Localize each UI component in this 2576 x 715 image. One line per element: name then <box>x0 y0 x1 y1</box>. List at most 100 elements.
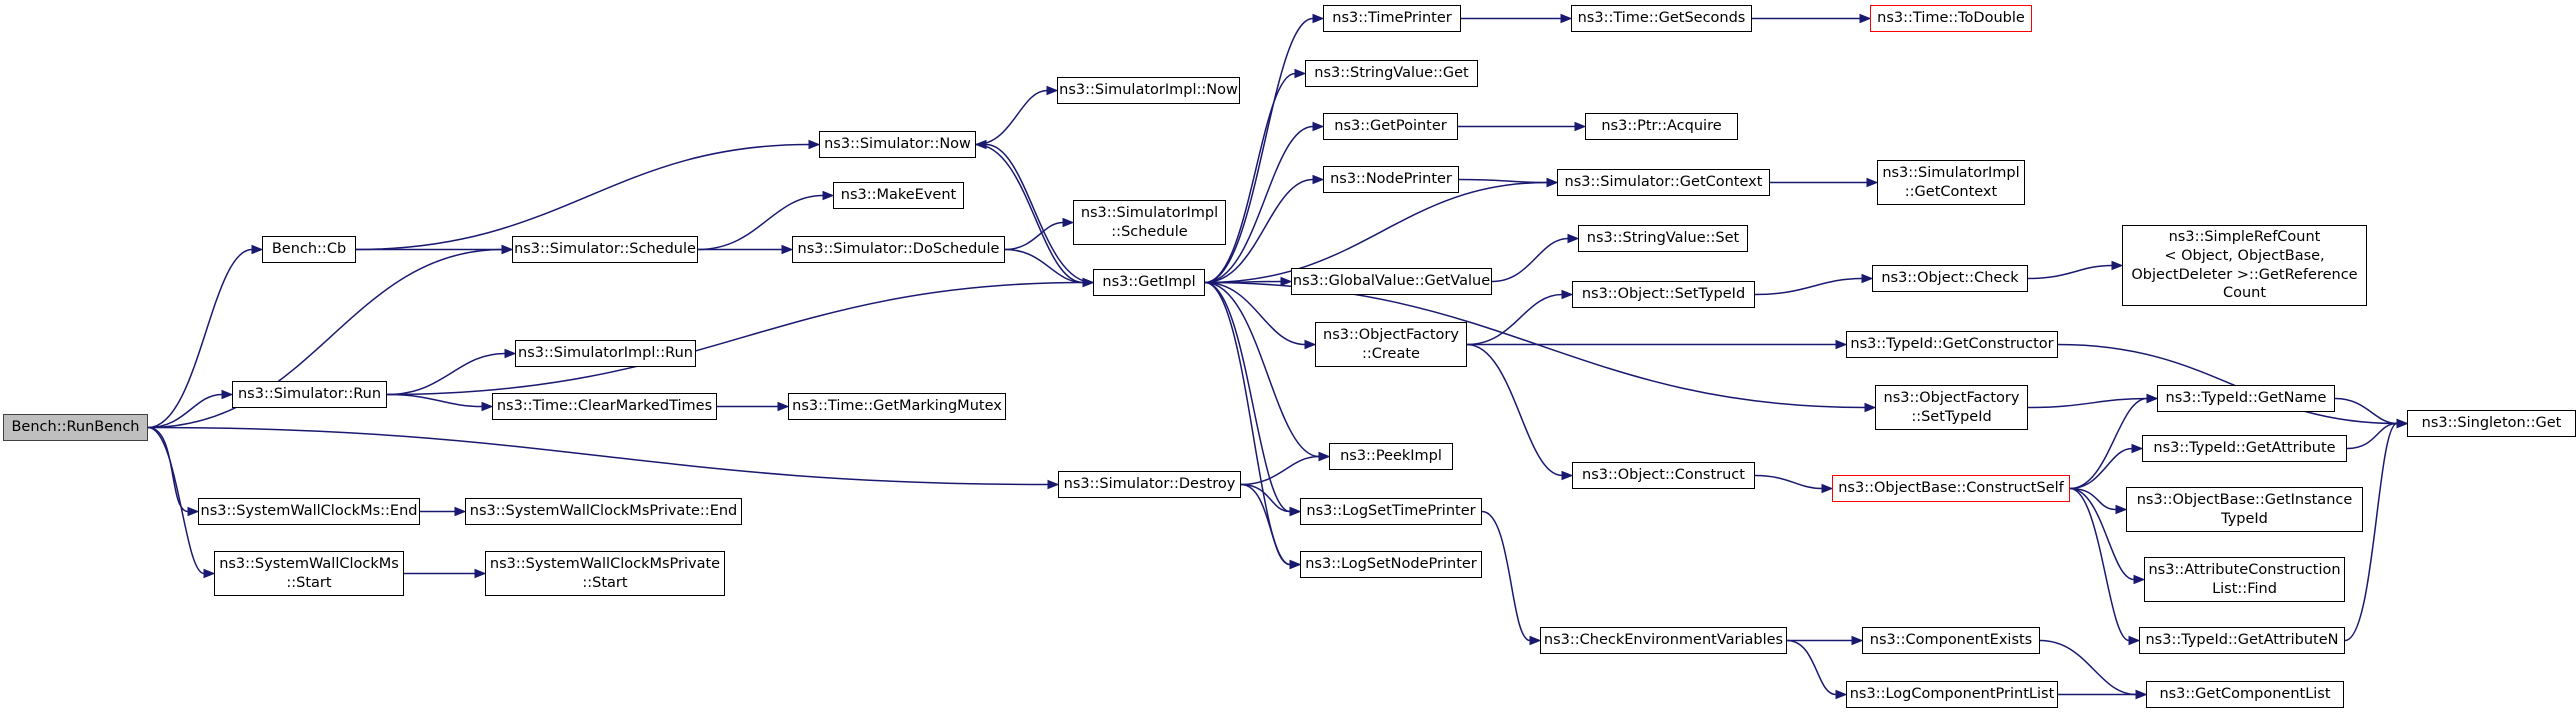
node-label-line: ns3::SystemWallClockMsPrivate::End <box>469 503 738 520</box>
node-sim-now[interactable]: ns3::Simulator::Now <box>819 131 976 158</box>
node-label-line: ns3::ObjectBase::GetInstance <box>2136 491 2353 508</box>
node-typeid-getconstructor[interactable]: ns3::TypeId::GetConstructor <box>1846 331 2058 358</box>
node-obj-construct[interactable]: ns3::Object::Construct <box>1572 462 1755 489</box>
node-singleton-get[interactable]: ns3::Singleton::Get <box>2407 410 2576 437</box>
node-label-line: ns3::ObjectBase::ConstructSelf <box>1838 480 2064 497</box>
edge-typeid_getconstructor-to-singleton_get <box>2057 343 2398 425</box>
edge-arrowhead <box>1312 174 1325 185</box>
node-cb[interactable]: Bench::Cb <box>262 236 356 263</box>
node-label-line: ns3::TypeId::GetConstructor <box>1850 336 2054 353</box>
edge-runbench-to-sim_schedule <box>147 248 503 429</box>
node-componentexists[interactable]: ns3::ComponentExists <box>1862 627 2040 654</box>
node-sim-doschedule[interactable]: ns3::Simulator::DoSchedule <box>792 236 1005 263</box>
node-simimpl-run[interactable]: ns3::SimulatorImpl::Run <box>515 340 696 367</box>
edge-arrowhead <box>2133 574 2146 585</box>
node-objbase-constructself[interactable]: ns3::ObjectBase::ConstructSelf <box>1832 475 2070 502</box>
node-checkenv[interactable]: ns3::CheckEnvironmentVariables <box>1540 627 1787 654</box>
node-sim-destroy[interactable]: ns3::Simulator::Destroy <box>1058 471 1241 498</box>
node-typeid-getname[interactable]: ns3::TypeId::GetName <box>2157 385 2335 412</box>
node-sim-getcontext[interactable]: ns3::Simulator::GetContext <box>1557 169 1770 196</box>
node-label-line: ns3::TypeId::GetAttributeN <box>2145 632 2339 649</box>
node-simimpl-getcontext[interactable]: ns3::SimulatorImpl::GetContext <box>1877 160 2025 205</box>
node-label-line: Bench::RunBench <box>11 419 140 436</box>
node-stringvalue-set[interactable]: ns3::StringValue::Set <box>1578 225 1748 252</box>
node-obj-check[interactable]: ns3::Object::Check <box>1872 265 2028 292</box>
node-stringvalue-get[interactable]: ns3::StringValue::Get <box>1305 60 1478 87</box>
node-swcp-end[interactable]: ns3::SystemWallClockMsPrivate::End <box>465 498 742 525</box>
edge-arrowhead <box>1312 13 1325 24</box>
edge-arrowhead <box>1289 506 1302 517</box>
edge-obj_check-to-simplerefcount <box>2027 264 2113 280</box>
node-simimpl-now[interactable]: ns3::SimulatorImpl::Now <box>1057 77 1240 104</box>
node-label-line: ::Start <box>286 574 332 591</box>
node-label-line: ns3::Object::SetTypeId <box>1581 286 1746 303</box>
node-label-line: < Object, ObjectBase, <box>2164 247 2325 264</box>
edge-of_create-to-obj_settypeid <box>1466 293 1563 346</box>
node-label-line: ns3::LogSetTimePrinter <box>1306 503 1476 520</box>
edge-of_settypeid-to-typeid_getname <box>2027 397 2148 409</box>
node-label-line: ns3::ObjectFactory <box>1323 326 1459 343</box>
node-label-line: ns3::GetImpl <box>1102 274 1196 291</box>
node-label-line: ns3::NodePrinter <box>1330 171 1452 188</box>
edge-arrowhead <box>974 139 987 150</box>
node-gv-getvalue[interactable]: ns3::GlobalValue::GetValue <box>1291 268 1492 295</box>
node-timeprinter[interactable]: ns3::TimePrinter <box>1323 5 1461 32</box>
node-of-create[interactable]: ns3::ObjectFactory::Create <box>1315 322 1467 367</box>
edge-getimpl-to-logsettimeprinter <box>1204 281 1291 513</box>
edge-arrowhead <box>1864 402 1877 413</box>
node-simplerefcount[interactable]: ns3::SimpleRefCount< Object, ObjectBase,… <box>2122 225 2367 306</box>
edge-arrowhead <box>2396 418 2409 429</box>
edge-arrowhead <box>1312 121 1325 132</box>
edge-getimpl-to-stringvalue_get <box>1204 72 1296 284</box>
node-obj-settypeid[interactable]: ns3::Object::SetTypeId <box>1572 281 1755 308</box>
node-label-line: ::SetTypeId <box>1911 408 1992 425</box>
node-label-line: ns3::StringValue::Set <box>1586 230 1740 247</box>
node-label-line: ns3::Simulator::Schedule <box>514 241 696 258</box>
node-getpointer[interactable]: ns3::GetPointer <box>1323 113 1458 140</box>
edge-getimpl-to-sim_now <box>985 143 1094 284</box>
edge-logsettimeprinter-to-checkenv <box>1481 510 1531 642</box>
node-of-settypeid[interactable]: ns3::ObjectFactory::SetTypeId <box>1875 385 2028 430</box>
edge-sim_schedule-to-makeevent <box>697 194 824 251</box>
node-time-todouble[interactable]: ns3::Time::ToDouble <box>1870 5 2032 32</box>
node-makeevent[interactable]: ns3::MakeEvent <box>833 182 964 209</box>
node-logsetnodeprinter[interactable]: ns3::LogSetNodePrinter <box>1300 551 1482 578</box>
node-nodeprinter[interactable]: ns3::NodePrinter <box>1323 166 1459 193</box>
node-label-line: ns3::ObjectFactory <box>1883 389 2020 406</box>
node-label-line: ns3::LogSetNodePrinter <box>1305 556 1477 573</box>
node-getcomponentlist[interactable]: ns3::GetComponentList <box>2146 681 2344 708</box>
node-label-line: ns3::LogComponentPrintList <box>1849 686 2055 703</box>
node-swc-end[interactable]: ns3::SystemWallClockMs::End <box>198 498 420 525</box>
node-ptr-acquire[interactable]: ns3::Ptr::Acquire <box>1585 113 1738 140</box>
node-label-line: ns3::SimulatorImpl <box>1080 204 1219 221</box>
node-label-line: ns3::SimulatorImpl::Run <box>518 345 693 362</box>
node-sim-schedule[interactable]: ns3::Simulator::Schedule <box>512 236 698 263</box>
edge-arrowhead <box>2135 689 2148 700</box>
node-time-clear[interactable]: ns3::Time::ClearMarkedTimes <box>492 393 717 420</box>
node-logsettimeprinter[interactable]: ns3::LogSetTimePrinter <box>1300 498 1482 525</box>
edge-arrowhead <box>1062 217 1075 228</box>
edge-arrowhead <box>187 506 200 517</box>
node-simimpl-schedule[interactable]: ns3::SimulatorImpl::Schedule <box>1073 200 1226 245</box>
node-logcomponentprintlist[interactable]: ns3::LogComponentPrintList <box>1846 681 2058 708</box>
node-typeid-getattributen[interactable]: ns3::TypeId::GetAttributeN <box>2139 627 2345 654</box>
node-swcp-start[interactable]: ns3::SystemWallClockMsPrivate::Start <box>485 551 725 596</box>
node-time-mutex[interactable]: ns3::Time::GetMarkingMutex <box>788 393 1006 420</box>
node-time-getseconds[interactable]: ns3::Time::GetSeconds <box>1571 5 1752 32</box>
node-sim-run[interactable]: ns3::Simulator::Run <box>232 381 387 408</box>
edge-arrowhead <box>2128 635 2141 646</box>
node-peekimpl[interactable]: ns3::PeekImpl <box>1329 443 1453 470</box>
node-swc-start[interactable]: ns3::SystemWallClockMs::Start <box>214 551 404 596</box>
node-label-line: ns3::SystemWallClockMsPrivate <box>489 555 721 572</box>
node-getimpl[interactable]: ns3::GetImpl <box>1093 269 1205 296</box>
edge-sim_doschedule-to-simimpl_schedule <box>1004 221 1064 251</box>
edge-sim_run-to-time_clear <box>386 393 483 408</box>
edge-arrowhead <box>203 568 216 579</box>
edge-arrowhead <box>1567 233 1580 244</box>
edge-getimpl-to-of_create <box>1204 281 1306 346</box>
edge-sim_run-to-getimpl <box>386 281 1084 396</box>
node-typeid-getattribute[interactable]: ns3::TypeId::GetAttribute <box>2142 435 2347 462</box>
edge-arrowhead <box>1546 177 1559 188</box>
